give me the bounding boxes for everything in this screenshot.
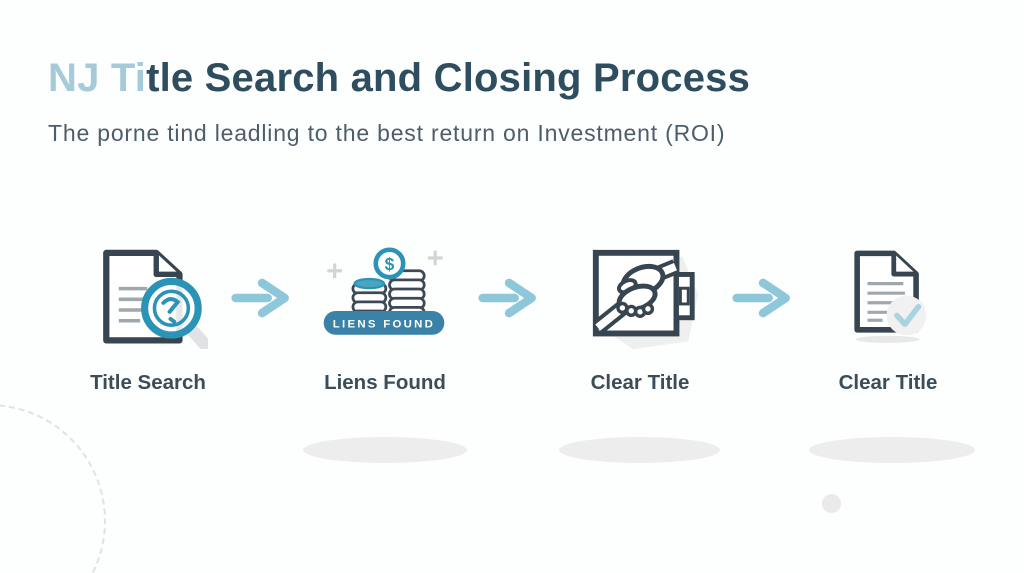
page-title-highlight: NJ Ti <box>48 56 147 100</box>
checkmark-icon <box>894 303 922 328</box>
dollar-coin-icon <box>373 247 406 280</box>
step-liens-found: $ LIENS FOUND <box>320 247 448 341</box>
step2-ground-shadow <box>303 437 467 463</box>
step-label-title-search: Title Search <box>90 371 206 394</box>
arrow-icon <box>231 278 289 318</box>
document-magnifier-icon <box>103 249 211 351</box>
liens-found-badge-text: LIENS FOUND <box>333 318 435 330</box>
step-clear-title-handshake <box>586 243 704 358</box>
plus-icon <box>327 250 443 279</box>
step-label-clear-title-1: Clear Title <box>590 371 690 394</box>
step-title-search <box>92 244 211 354</box>
step4-ground-shadow <box>809 437 975 463</box>
step-clear-title-document <box>846 247 932 349</box>
step-label-liens-found: Liens Found <box>324 371 446 394</box>
dashed-circle-decoration <box>0 404 106 573</box>
step3-ground-shadow <box>559 437 720 463</box>
handshake-icon <box>592 249 699 350</box>
page-subtitle: The porne tind leadling to the best retu… <box>48 120 726 146</box>
document-check-icon <box>854 250 927 343</box>
dollar-sign: $ <box>385 254 395 274</box>
teal-coin <box>353 277 386 290</box>
arrow-icon <box>478 278 536 318</box>
page-title-rest: tle Search and Closing Process <box>146 56 751 100</box>
check-circle <box>886 295 927 336</box>
dot-decoration <box>822 494 841 513</box>
arrow-icon <box>732 278 790 318</box>
step-label-clear-title-2: Clear Title <box>838 371 938 394</box>
page-title: NJ Title Search and Closing Process <box>48 56 750 101</box>
liens-found-badge <box>323 310 445 335</box>
coin-stacks-icon: $ LIENS FOUND <box>323 247 445 335</box>
document-shadow <box>855 335 920 343</box>
